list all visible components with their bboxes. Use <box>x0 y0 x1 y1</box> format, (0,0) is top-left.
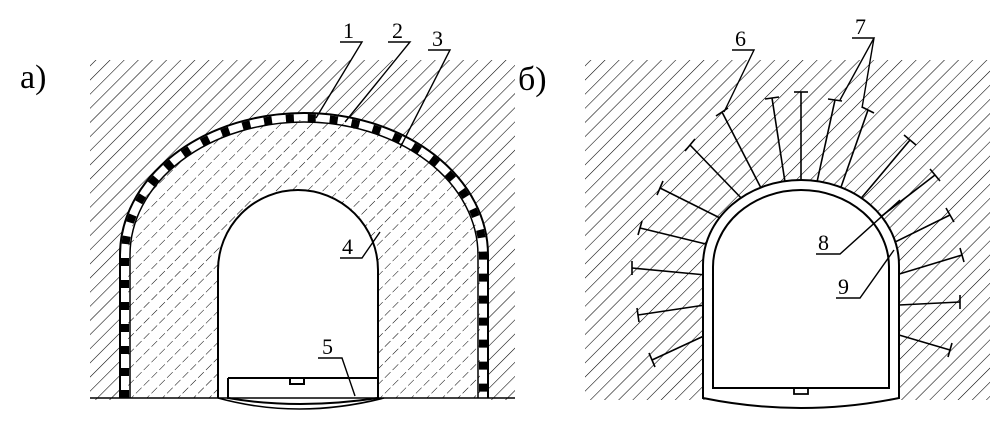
callout-9: 9 <box>838 274 849 299</box>
rock-mass-a <box>90 60 515 400</box>
waterproof-outer-line <box>119 112 489 398</box>
rock-mass-b <box>585 60 990 408</box>
panel-a: а) 1 2 3 4 5 <box>20 18 515 410</box>
invert-floor-b <box>713 387 889 395</box>
waterproof-blocks <box>121 114 487 398</box>
callout-5: 5 <box>322 334 333 359</box>
lining-inner-b <box>712 189 890 389</box>
callout-4: 4 <box>342 234 353 259</box>
invert-slab-a <box>227 377 379 405</box>
panel-label-a: а) <box>20 59 46 96</box>
callout-1: 1 <box>343 18 354 43</box>
panel-label-b: б) <box>518 61 547 98</box>
callout-8: 8 <box>818 230 829 255</box>
callout-3: 3 <box>432 26 443 51</box>
waterproof-inner-line <box>129 121 479 398</box>
callout-7: 7 <box>855 14 866 39</box>
invert-curve-a <box>217 397 385 410</box>
rock-bolts <box>631 92 963 361</box>
callout-2: 2 <box>392 18 403 43</box>
callout-6: 6 <box>735 26 746 51</box>
panel-b: б) 6 7 8 9 <box>518 14 990 409</box>
leaders-a <box>315 41 452 397</box>
leaders-b <box>723 37 901 299</box>
bolt-plates <box>631 91 965 368</box>
tunnel-opening-a <box>217 189 379 398</box>
concrete-lining <box>128 120 480 398</box>
